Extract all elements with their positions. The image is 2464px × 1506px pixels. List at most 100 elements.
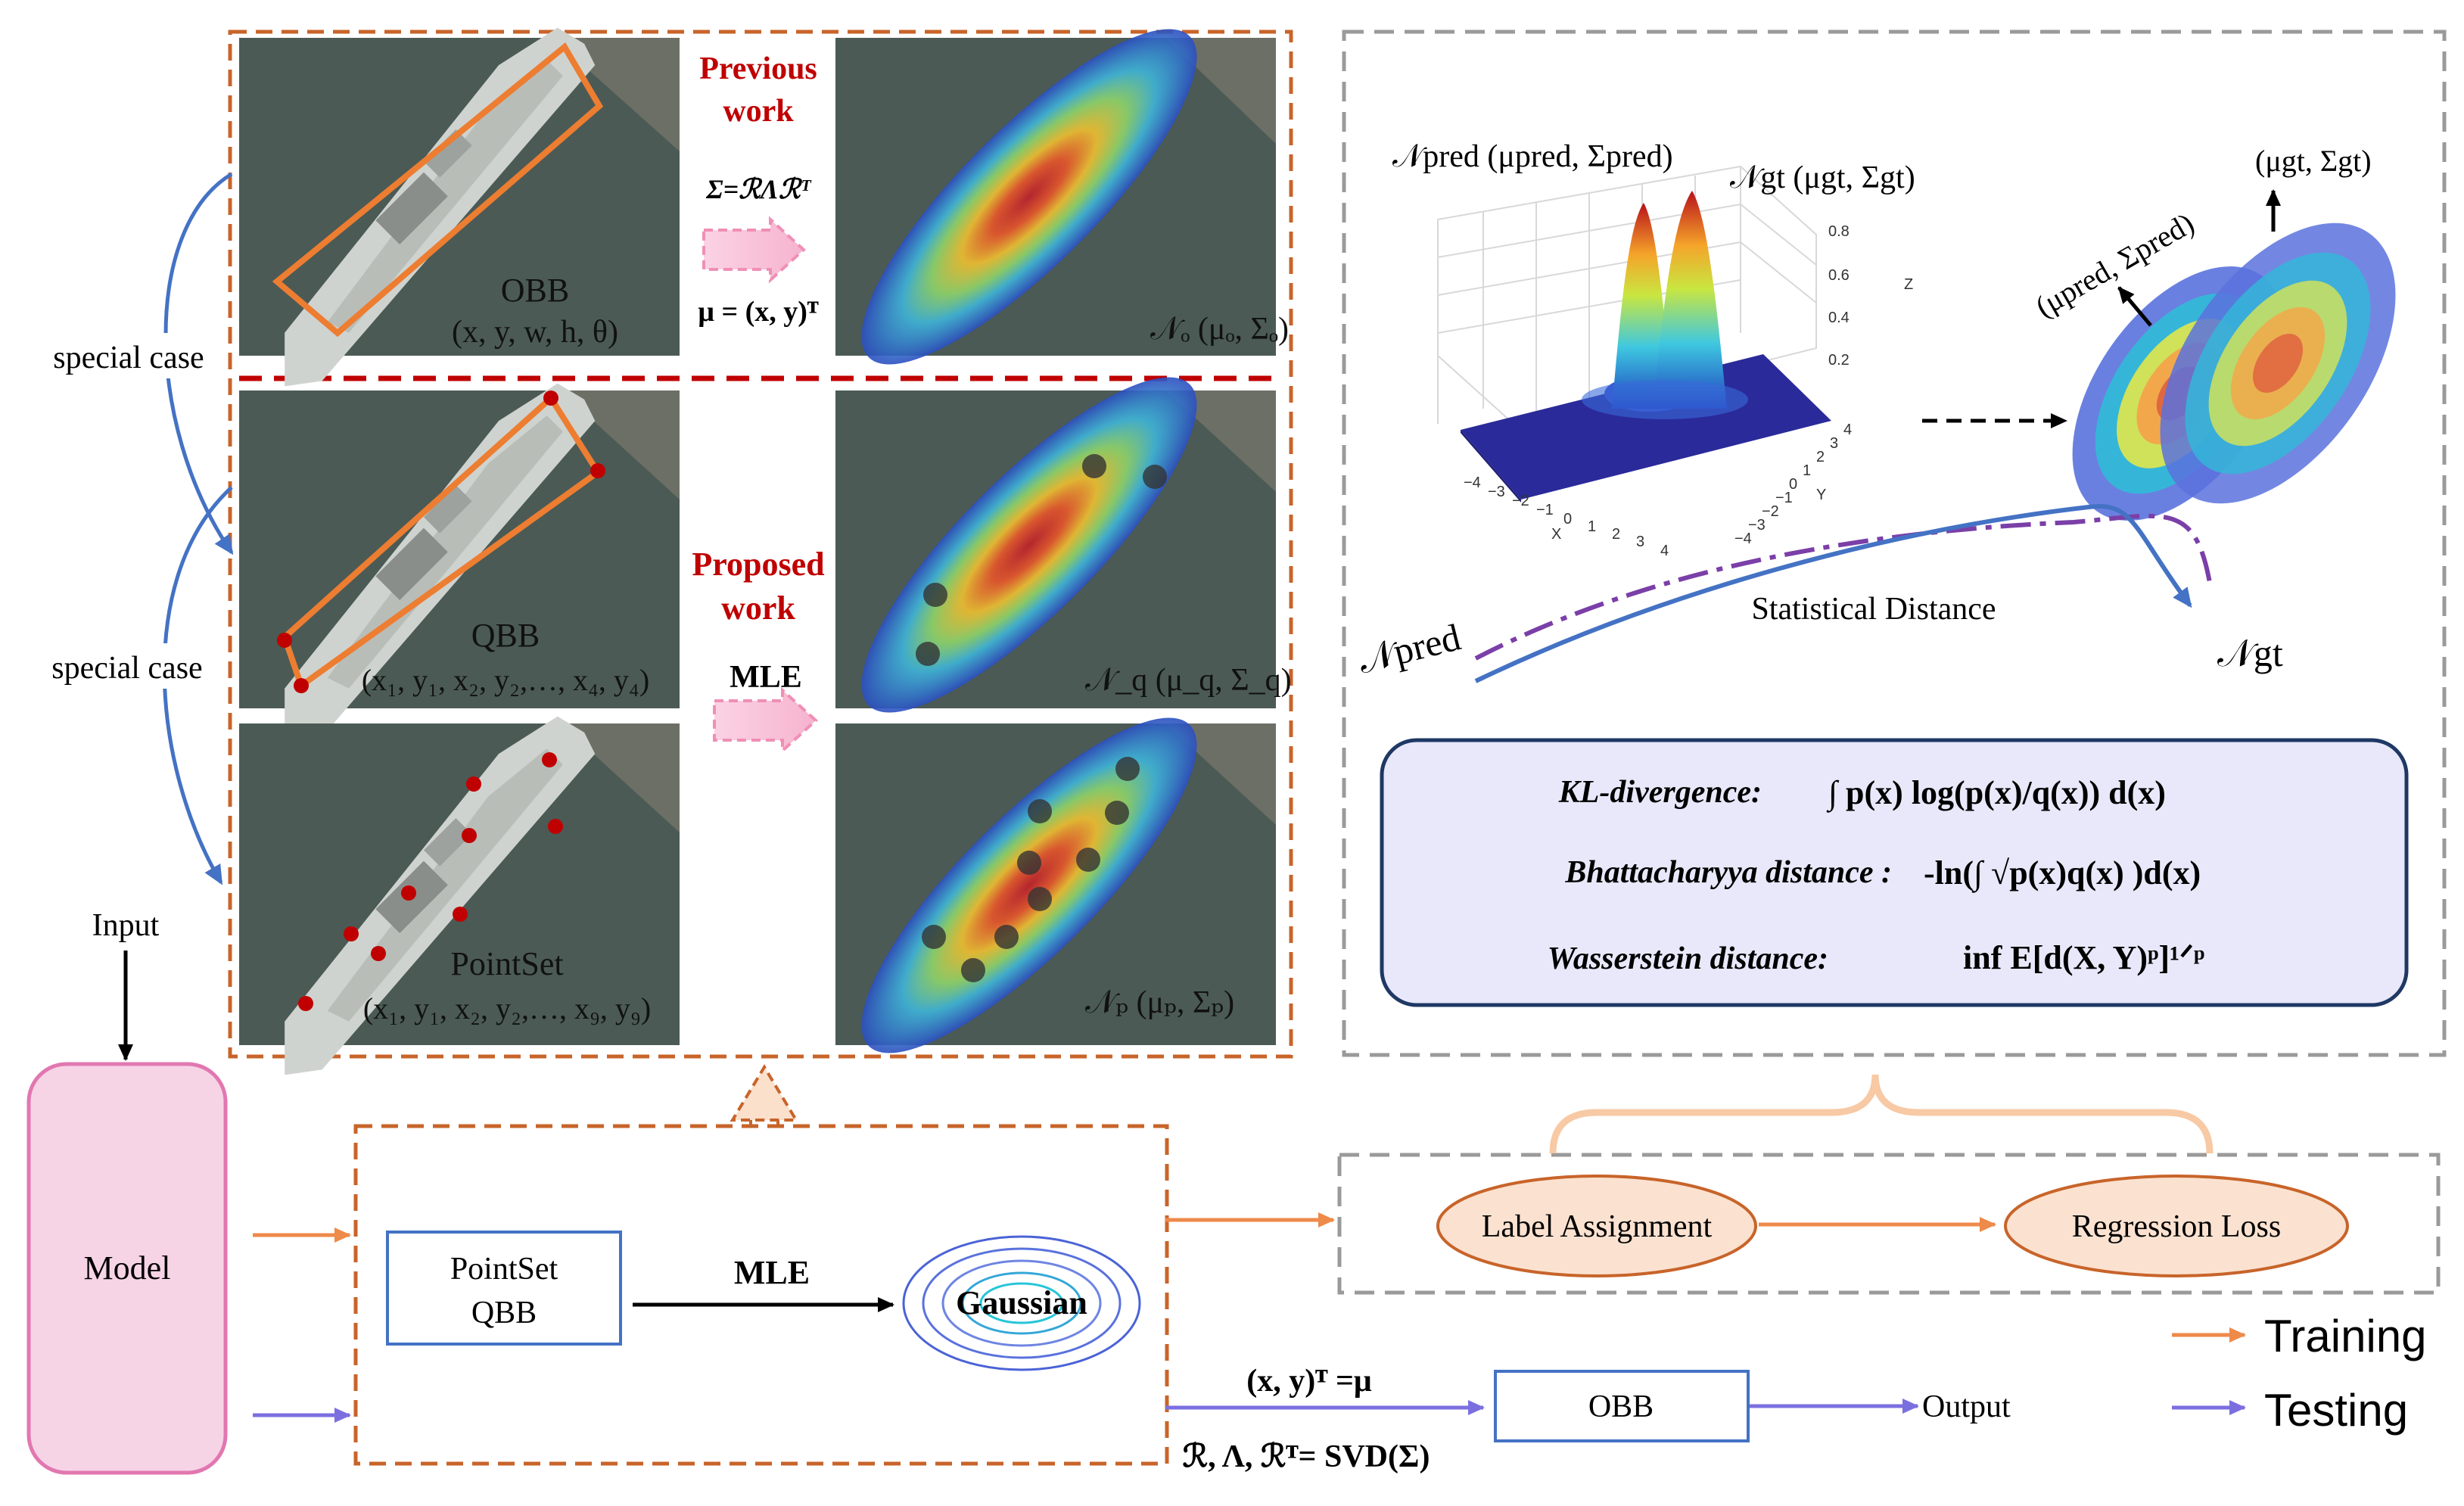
n-gt-label: 𝒩gt (μgt, Σgt) [1730,160,1915,195]
qbb-point-marker [916,642,940,666]
pointset-image-panel: PointSet (x₁, y₁, x₂, y₂,…, x₉, y₉) [231,700,680,1091]
pointset-point [548,819,563,834]
qbb-params: (x₁, y₁, x₂, y₂,…, x₄, y₄) [362,663,649,697]
x-tick: 0 [1563,511,1572,527]
qbb-point-marker [1143,465,1167,489]
upward-dashed-arrow [730,1064,799,1126]
pointset-point [542,752,557,767]
qbb-point-marker [1082,454,1106,478]
gaussian-label: Gaussian [956,1284,1087,1321]
input-label: Input [92,908,160,943]
x-tick: 3 [1636,534,1644,550]
box-qbb: QBB [471,1296,537,1330]
distance-frame [1342,30,2447,1057]
y-tick: 1 [1803,462,1811,479]
x-tick: 2 [1612,526,1620,543]
obb-params: (x, y, w, h, θ) [452,315,618,350]
pointset-point-marker [1105,801,1129,825]
pointset-point-marker [1076,848,1100,872]
formula-box [1380,738,2409,1007]
z-tick: 0.2 [1828,352,1850,369]
z-tick: 0.6 [1828,267,1850,284]
pointset-point [453,907,468,922]
qbb-point [543,391,558,406]
bh-expr: -ln(∫ √p(x)q(x) )d(x) [1924,854,2201,893]
pointset-point [401,885,416,901]
pointset-point [298,996,313,1011]
proposed-work-line2: work [721,590,795,627]
n-pred-label: 𝒩pred (μpred, Σpred) [1392,139,1673,174]
y-tick: −2 [1762,503,1779,520]
obb-image-panel: OBB (x, y, w, h, θ) [231,11,680,403]
gauss-o-panel: 𝒩ₒ (μₒ, Σₒ) [835,29,1289,365]
mle-label-bottom: MLE [734,1254,810,1291]
pointset-name: PointSet [450,945,563,982]
previous-work-line2: work [723,94,794,129]
bh-name: Bhattacharyya distance : [1564,855,1892,890]
obb-output-box [1494,1370,1750,1442]
z-axis-label: Z [1904,276,1913,293]
x-tick: −3 [1488,484,1505,500]
pointset-point-marker [1115,757,1140,781]
gauss-p-label: 𝒩ₚ (μₚ, Σₚ) [1085,985,1234,1020]
gauss-p-panel: 𝒩ₚ (μₚ, Σₚ) [835,717,1276,1053]
n-pred-curve-label: 𝒩pred [1354,615,1464,681]
mu-formula: μ = (x, y)ᵀ [698,296,819,328]
y-tick: −4 [1734,531,1752,547]
z-tick: 0.4 [1828,310,1850,326]
output-label: Output [1922,1389,2011,1424]
y-tick: 4 [1843,422,1852,438]
ws-expr: inf E[d(X, Y)ᵖ]¹ᐟᵖ [1963,939,2204,976]
qbb-point [294,678,309,693]
gt-peak [1653,191,1727,409]
y-tick: 0 [1789,476,1797,493]
ws-name: Wasserstein distance: [1548,941,1828,976]
gauss-o-label: 𝒩ₒ (μₒ, Σₒ) [1150,312,1289,347]
regression-loss-node [2004,1175,2349,1277]
y-tick: 3 [1830,435,1838,452]
proposed-work-line1: Proposed [692,546,824,583]
kl-name: KL-divergence: [1558,775,1762,810]
x-tick: 1 [1588,518,1596,535]
pointset-point [466,776,481,792]
obb-output-label: OBB [1588,1389,1654,1424]
label-assignment-label: Label Assignment [1482,1209,1713,1244]
box-pointset: PointSet [450,1252,558,1287]
x-tick: 4 [1660,543,1669,559]
proposed-arrow [713,686,818,755]
legend-testing: Testing [2264,1385,2408,1436]
qbb-point [590,463,605,478]
qbb-point [277,633,292,648]
pointset-point-marker [1017,851,1041,875]
legend-training: Training [2264,1311,2427,1361]
pointset-point-marker [994,925,1019,949]
3d-gaussian-plot [1437,165,1831,503]
y-tick: 2 [1816,449,1825,465]
n-gt-curve-label: 𝒩gt [2217,632,2283,674]
mle-label-top: MLE [730,660,802,695]
axis-ticks: 0.8 0.6 0.4 0.2 Z −4 −3 −2 −1 0 1 2 3 4 … [1464,223,1913,559]
model-label: Model [84,1249,171,1287]
pointset-point-marker [961,958,985,982]
special-case-label-1: special case [53,341,204,375]
kl-expr: ∫ p(x) log(p(x)/q(x)) d(x) [1826,774,2166,813]
previous-work-line1: Previous [699,51,817,86]
previous-arrow [702,216,806,284]
x-tick: −4 [1464,475,1481,491]
distance-curve-solid [1474,504,2192,683]
pointset-point-marker [922,925,946,949]
gauss-q-label: 𝒩_q (μ_q, Σ_q) [1085,663,1292,698]
x-axis-label: X [1551,526,1561,543]
pointset-params: (x₁, y₁, x₂, y₂,…, x₉, y₉) [363,991,651,1025]
gauss-q-panel: 𝒩_q (μ_q, Σ_q) [835,377,1292,713]
x-tick: −1 [1536,502,1554,518]
pointset-point [371,946,386,961]
pointset-point [462,828,477,843]
qbb-image-panel: QBB (x₁, y₁, x₂, y₂,…, x₄, y₄) [231,367,680,758]
gaussian-rings [902,1235,1141,1371]
z-tick: 0.8 [1828,223,1850,240]
distance-curve-dashdot [1474,513,2212,661]
regression-loss-label: Regression Loss [2072,1209,2282,1244]
gaussian-module-frame [353,1124,1169,1466]
